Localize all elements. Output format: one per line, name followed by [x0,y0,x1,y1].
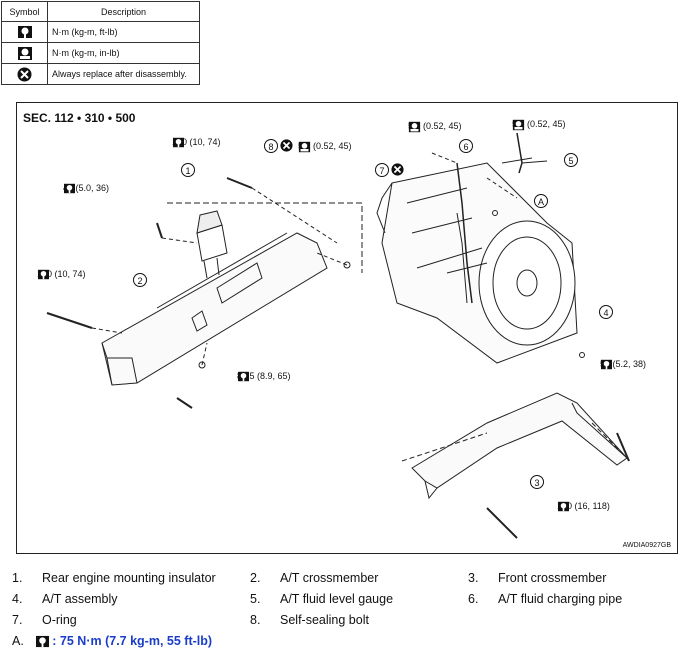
list-item: 5.A/T fluid level gauge [250,592,394,606]
list-item: 4.A/T assembly [12,592,118,606]
note-prefix: A. [12,634,24,648]
torque-wrench-icon [173,137,184,148]
legend-description: N·m (kg-m, in-lb) [47,42,200,64]
callout-4: 4 [599,305,613,319]
legend-description: Always replace after disassembly. [47,63,200,85]
torque-wrench-small-icon [512,119,525,131]
callout-5: 5 [564,153,578,167]
symbol-legend-table: Symbol Description N·m (kg-m, ft-lb) N·m… [1,1,200,85]
replace-x-icon [391,163,404,176]
torque-label: 5.1 (0.52, 45) [408,121,462,133]
torque-wrench-icon [558,501,569,512]
torque-wrench-icon [38,269,49,280]
torque-note-a: A. : 75 N·m (7.7 kg-m, 55 ft-lb) [12,634,212,648]
torque-wrench-icon [64,183,75,194]
legend-header-description: Description [47,1,200,22]
torque-wrench-small-icon [298,141,311,153]
list-item: 3.Front crossmember [468,571,607,585]
callout-3: 3 [530,475,544,489]
legend-row: N·m (kg-m, in-lb) [1,42,200,64]
torque-label: 160 (16, 118) [557,501,610,512]
legend-header-symbol: Symbol [1,1,48,22]
note-value: : 75 N·m (7.7 kg-m, 55 ft-lb) [52,634,213,648]
legend-row: Always replace after disassembly. [1,63,200,85]
section-reference: SEC. 112 • 310 • 500 [23,111,136,125]
torque-label: 51 (5.2, 38) [600,359,647,370]
legend-description: N·m (kg-m, ft-lb) [47,21,200,43]
callout-2: 2 [133,273,147,287]
parts-row: 4.A/T assembly 5.A/T fluid level gauge 6… [12,592,682,613]
torque-wrench-small-icon [17,46,32,60]
callout-6: 6 [459,139,473,153]
list-item: 7.O-ring [12,613,77,627]
replace-x-icon [280,139,293,152]
torque-label: 5.1 (0.52, 45) [512,119,566,131]
parts-row: 7.O-ring 8.Self-sealing bolt [12,613,682,634]
list-item: 1.Rear engine mounting insulator [12,571,216,585]
list-item: 2.A/T crossmember [250,571,379,585]
torque-wrench-icon [36,636,50,648]
legend-row: N·m (kg-m, ft-lb) [1,21,200,43]
parts-list: 1.Rear engine mounting insulator 2.A/T c… [12,571,682,634]
torque-wrench-small-icon [408,121,421,133]
torque-wrench-icon [238,371,249,382]
torque-label: 87.5 (8.9, 65) [237,371,291,382]
callout-1: 1 [181,163,195,177]
callout-a: A [534,194,548,208]
torque-label: 100 (10, 74) [172,137,221,148]
diagram-drawing [46,132,630,539]
torque-label: 100 (10, 74) [37,269,86,280]
torque-wrench-icon [17,26,32,38]
callout-7: 7 [375,163,389,177]
torque-label: 5.1 (0.52, 45) [298,141,352,153]
list-item: 6.A/T fluid charging pipe [468,592,623,606]
replace-x-icon [17,67,32,81]
exploded-diagram: SEC. 112 • 310 • 500 AWDIA0927GB 100 (10… [16,102,678,554]
callout-8: 8 [264,139,278,153]
figure-code: AWDIA0927GB [622,542,671,549]
torque-label: 49 (5.0, 36) [63,183,110,194]
parts-row: 1.Rear engine mounting insulator 2.A/T c… [12,571,682,592]
list-item: 8.Self-sealing bolt [250,613,369,627]
torque-wrench-icon [601,359,612,370]
